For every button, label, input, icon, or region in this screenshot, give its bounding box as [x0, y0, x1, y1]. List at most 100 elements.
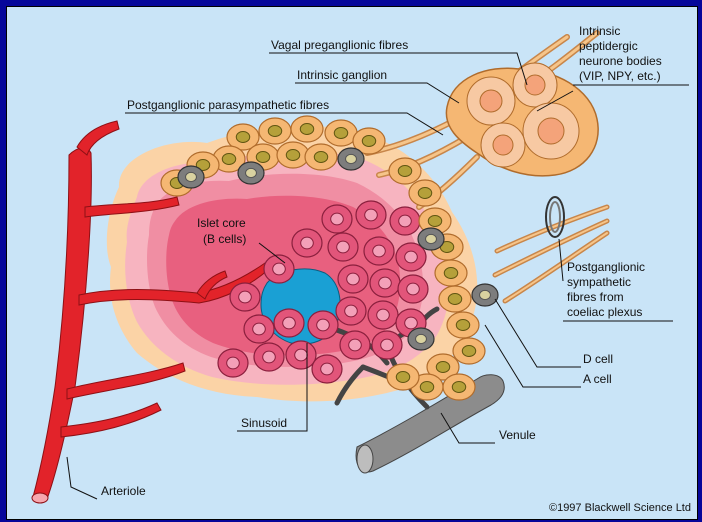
b-cell-nucleus [381, 339, 394, 351]
d-cell [238, 162, 264, 184]
label-sympathetic-4: coeliac plexus [567, 305, 642, 319]
neurone-body-4-nucleus [493, 135, 513, 155]
d-cell-nucleus [426, 234, 437, 243]
a-cell-nucleus [256, 152, 269, 163]
arteriole-branch-lower [67, 363, 185, 399]
a-cell-nucleus [444, 268, 457, 279]
neurone-body-4 [481, 123, 525, 167]
a-cell-nucleus [428, 216, 441, 227]
b-cell [356, 201, 386, 229]
coeliac-ring [546, 197, 564, 237]
a-cell [389, 158, 421, 184]
b-cell-nucleus [373, 245, 386, 257]
d-cell-nucleus [416, 334, 427, 343]
label-intrinsic-2: peptidergic [579, 39, 638, 53]
b-cell-nucleus [273, 263, 286, 275]
d-cell [472, 284, 498, 306]
b-cell [312, 355, 342, 383]
a-cell-nucleus [456, 320, 469, 331]
a-cell-nucleus [236, 132, 249, 143]
b-cell-nucleus [345, 305, 358, 317]
label-sympathetic-2: sympathetic [567, 275, 631, 289]
b-cell [398, 275, 428, 303]
a-cell-nucleus [452, 382, 465, 393]
a-cell-nucleus [362, 136, 375, 147]
b-cell-nucleus [263, 351, 276, 363]
b-cell-nucleus [365, 209, 378, 221]
a-cell [277, 142, 309, 168]
label-intrinsic-3: neurone bodies [579, 54, 662, 68]
b-cell-nucleus [295, 349, 308, 361]
d-cell [418, 228, 444, 250]
diagram-frame: Vagal preganglionic fibres Intrinsic gan… [6, 6, 698, 520]
label-intrinsic-4: (VIP, NPY, etc.) [579, 69, 661, 83]
a-cell [443, 374, 475, 400]
b-cell [336, 297, 366, 325]
intrinsic-ganglion [446, 63, 598, 176]
b-cell [230, 283, 260, 311]
arteriole-branch-bottom [61, 403, 161, 437]
b-cell-nucleus [321, 363, 334, 375]
b-cell-nucleus [253, 323, 266, 335]
label-postganglionic: Postganglionic parasympathetic fibres [127, 98, 329, 112]
b-cell [274, 309, 304, 337]
b-cell-nucleus [379, 277, 392, 289]
d-cell [408, 328, 434, 350]
label-sympathetic-1: Postganglionic [567, 260, 645, 274]
b-cell-nucleus [405, 317, 418, 329]
label-d-cell: D cell [583, 352, 613, 366]
label-vagal: Vagal preganglionic fibres [271, 38, 408, 52]
a-cell [447, 312, 479, 338]
a-cell-nucleus [462, 346, 475, 357]
a-cell-nucleus [418, 188, 431, 199]
a-cell-nucleus [300, 124, 313, 135]
b-cell [328, 233, 358, 261]
copyright-notice: ©1997 Blackwell Science Ltd [549, 502, 691, 514]
label-venule: Venule [499, 428, 536, 442]
b-cell-nucleus [377, 309, 390, 321]
b-cell-nucleus [407, 283, 420, 295]
arteriole-lumen [32, 493, 48, 503]
b-cell-nucleus [405, 251, 418, 263]
a-cell [387, 364, 419, 390]
neurone-body-1 [467, 77, 515, 125]
b-cell [390, 207, 420, 235]
label-intrinsic-1: Intrinsic [579, 24, 620, 38]
b-cell-nucleus [399, 215, 412, 227]
arteriole-trunk [33, 148, 91, 499]
b-cell [338, 265, 368, 293]
b-cell-nucleus [349, 339, 362, 351]
label-ganglion: Intrinsic ganglion [297, 68, 387, 82]
neurone-body-2-nucleus [525, 75, 545, 95]
islet-diagram: Vagal preganglionic fibres Intrinsic gan… [7, 7, 697, 519]
b-cell-nucleus [347, 273, 360, 285]
a-cell-nucleus [436, 362, 449, 373]
b-cell-nucleus [317, 319, 330, 331]
a-cell-nucleus [334, 128, 347, 139]
b-cell [292, 229, 322, 257]
neurone-body-2 [513, 63, 557, 107]
a-cell-nucleus [314, 152, 327, 163]
b-cell [286, 341, 316, 369]
a-cell [291, 116, 323, 142]
label-arteriole: Arteriole [101, 484, 146, 498]
a-cell [305, 144, 337, 170]
label-sinusoid: Sinusoid [241, 416, 287, 430]
label-islet-core-1: Islet core [197, 216, 246, 230]
label-a-cell: A cell [583, 372, 612, 386]
a-cell-nucleus [396, 372, 409, 383]
neurone-body-1-nucleus [480, 90, 502, 112]
b-cell [322, 205, 352, 233]
d-cell [338, 148, 364, 170]
b-cell [372, 331, 402, 359]
leader-arteriole [67, 457, 97, 499]
label-islet-core-2: (B cells) [203, 232, 246, 246]
b-cell [368, 301, 398, 329]
d-cell-nucleus [346, 154, 357, 163]
b-cell [244, 315, 274, 343]
b-cell [218, 349, 248, 377]
d-cell-nucleus [246, 168, 257, 177]
b-cell [340, 331, 370, 359]
b-cell [308, 311, 338, 339]
b-cell-nucleus [301, 237, 314, 249]
